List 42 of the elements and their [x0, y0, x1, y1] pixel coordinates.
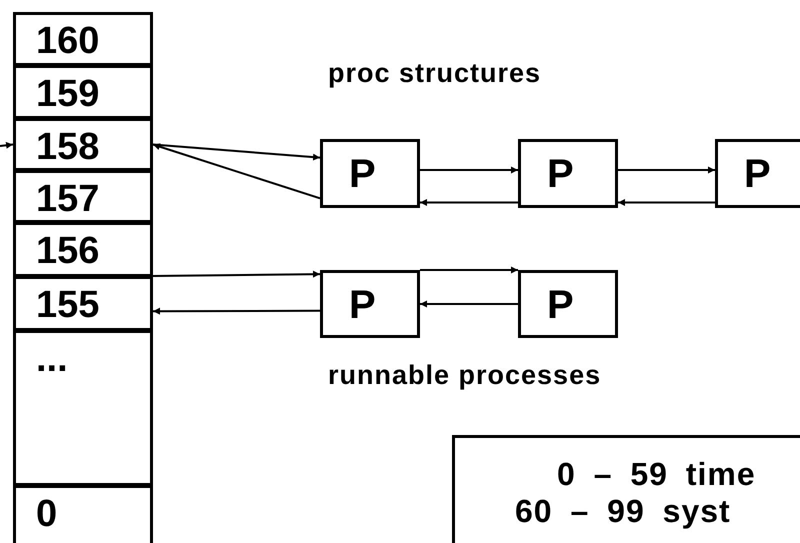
arrow: [618, 198, 715, 206]
cell-value: 158: [36, 128, 100, 166]
arrow: [153, 308, 320, 315]
arrow: [152, 143, 320, 200]
cell-value: 160: [36, 22, 100, 60]
cell-value: 157: [36, 180, 100, 218]
array-cell: [13, 170, 153, 223]
arrow: [0, 142, 14, 149]
arrow: [420, 166, 518, 174]
arrow: [420, 266, 518, 274]
section-label: proc structures: [328, 58, 542, 89]
process-box: [320, 139, 420, 208]
arrow: [152, 144, 320, 161]
priority-range-text: 0 – 59 time: [556, 456, 757, 493]
cell-value: ...: [36, 340, 68, 378]
process-box: [518, 139, 618, 208]
process-box: [320, 270, 420, 338]
arrow: [618, 166, 715, 174]
process-box: [518, 270, 618, 338]
process-label: P: [349, 285, 376, 325]
section-label: runnable processes: [328, 360, 602, 391]
array-cell: [13, 65, 153, 119]
arrow: [420, 300, 518, 308]
array-cell: [13, 276, 153, 331]
process-label: P: [547, 154, 574, 194]
array-cell: [13, 485, 153, 543]
array-cell: [13, 12, 153, 66]
arrow: [152, 270, 320, 278]
arrow: [420, 198, 518, 206]
info-box: [452, 435, 800, 543]
cell-value: 159: [36, 75, 100, 113]
cell-value: 0: [36, 495, 58, 533]
array-cell: [13, 118, 153, 171]
cell-value: 155: [36, 286, 100, 324]
process-label: P: [744, 154, 771, 194]
process-label: P: [349, 154, 376, 194]
process-box: [715, 139, 800, 208]
array-cell: [13, 222, 153, 277]
priority-range-text: 60 – 99 syst: [515, 492, 732, 530]
array-cell: [13, 330, 153, 486]
cell-value: 156: [36, 232, 100, 270]
process-label: P: [547, 285, 574, 325]
